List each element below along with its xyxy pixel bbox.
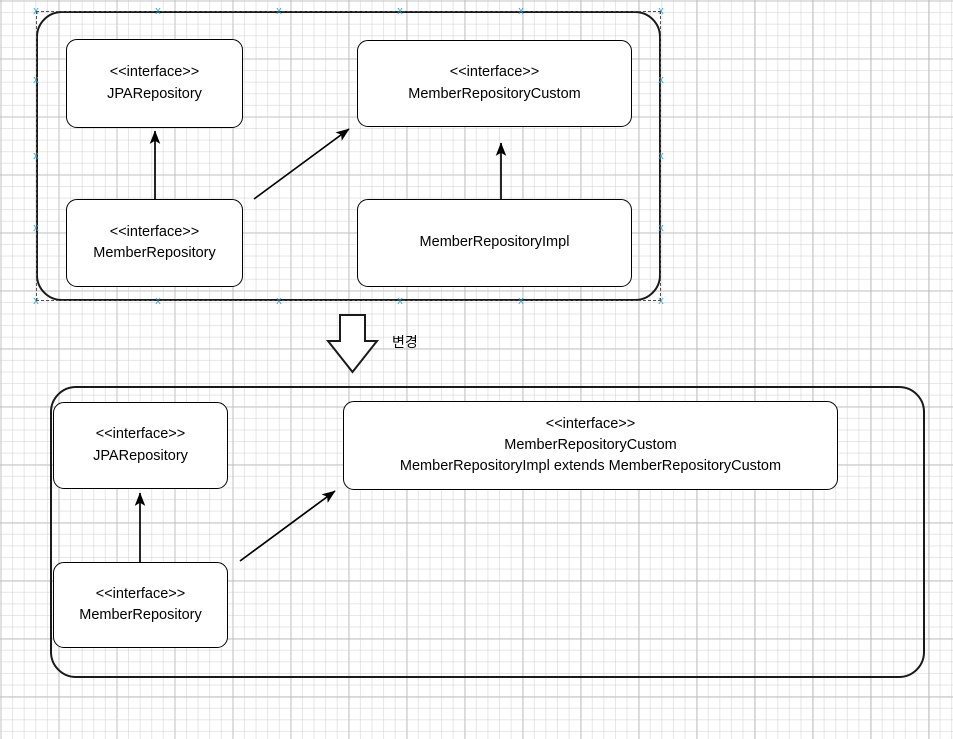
node-member-repository[interactable]: <<interface>> MemberRepository xyxy=(66,199,243,287)
node-title: JPARepository xyxy=(107,85,202,102)
node-jpa-repository-after[interactable]: <<interface>> JPARepository xyxy=(53,402,228,489)
selection-handle-11[interactable]: x xyxy=(658,221,664,234)
selection-handle-3[interactable]: x xyxy=(397,4,403,17)
change-arrow-icon xyxy=(325,314,380,374)
selection-handle-4[interactable]: x xyxy=(518,4,524,17)
node-title: MemberRepositoryCustom xyxy=(408,85,581,102)
node-stereotype: <<interface>> xyxy=(109,223,200,240)
selection-handle-7[interactable]: x xyxy=(658,73,664,86)
node-member-repository-custom-merged[interactable]: <<interface>> MemberRepositoryCustom Mem… xyxy=(343,401,838,490)
selection-handle-17[interactable]: x xyxy=(658,294,664,307)
node-jpa-repository[interactable]: <<interface>> JPARepository xyxy=(66,39,243,128)
node-title: MemberRepository xyxy=(79,607,202,623)
change-label: 변경 xyxy=(392,334,418,350)
node-title: MemberRepositoryImpl xyxy=(419,234,570,251)
node-member-repository-after[interactable]: <<interface>> MemberRepository xyxy=(53,562,228,648)
selection-handle-5[interactable]: x xyxy=(658,4,664,17)
selection-handle-9[interactable]: x xyxy=(658,149,664,162)
selection-handle-10[interactable]: x xyxy=(33,221,39,234)
node-stereotype: <<interface>> xyxy=(449,64,540,81)
selection-handle-16[interactable]: x xyxy=(518,294,524,307)
node-stereotype: <<interface>> xyxy=(545,415,636,432)
node-title: MemberRepositoryCustom xyxy=(504,436,677,453)
node-stereotype: <<interface>> xyxy=(95,585,186,602)
selection-handle-14[interactable]: x xyxy=(276,294,282,307)
selection-handle-15[interactable]: x xyxy=(397,294,403,307)
selection-handle-13[interactable]: x xyxy=(155,294,161,307)
node-detail: MemberRepositoryImpl extends MemberRepos… xyxy=(399,458,782,474)
node-stereotype: <<interface>> xyxy=(109,64,200,81)
after-container[interactable] xyxy=(50,386,925,678)
selection-handle-1[interactable]: x xyxy=(155,4,161,17)
selection-handle-6[interactable]: x xyxy=(33,73,39,86)
node-title: MemberRepository xyxy=(93,245,216,261)
selection-handle-8[interactable]: x xyxy=(33,149,39,162)
node-member-repository-custom[interactable]: <<interface>> MemberRepositoryCustom xyxy=(357,40,632,127)
selection-handle-2[interactable]: x xyxy=(276,4,282,17)
node-member-repository-impl[interactable]: MemberRepositoryImpl xyxy=(357,199,632,287)
node-title: JPARepository xyxy=(93,447,188,464)
selection-handle-0[interactable]: x xyxy=(33,4,39,17)
selection-handle-12[interactable]: x xyxy=(33,294,39,307)
node-stereotype: <<interface>> xyxy=(95,426,186,443)
